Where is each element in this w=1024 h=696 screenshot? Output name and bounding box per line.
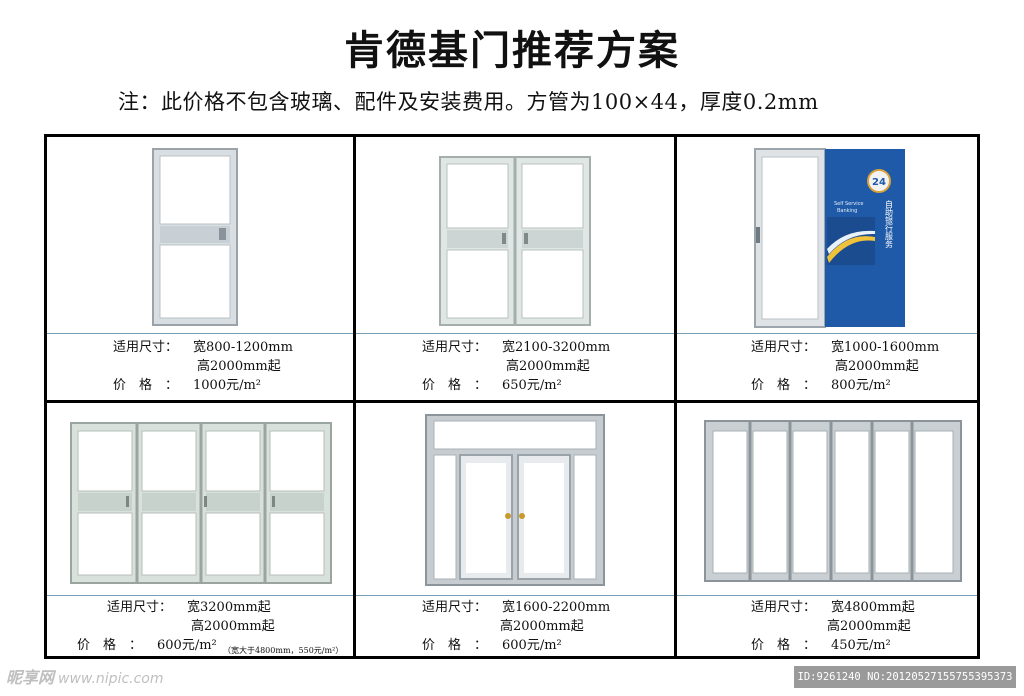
door-photo — [356, 403, 674, 599]
card-separator — [356, 333, 674, 334]
door-photo: 24 Self Service Banking 自助银行服务 — [677, 137, 977, 333]
size-height: 高2000mm起 — [500, 619, 584, 634]
size-label: 适用尺寸： — [422, 340, 488, 355]
size-label: 适用尺寸： — [107, 600, 173, 615]
price-value: 450元/m² — [831, 638, 891, 653]
door-photo — [677, 403, 977, 599]
image-id-bar: ID:9261240 NO:20120527155755395373 — [794, 666, 1016, 688]
door-card-folding: 适用尺寸： 宽4800mm起 高2000mm起 价 格 ： 450元/m² — [677, 403, 977, 659]
price-label: 价 格 ： — [77, 638, 143, 653]
banner-cn: 自助银行服务 — [885, 199, 894, 249]
size-height: 高2000mm起 — [835, 359, 919, 374]
watermark-logo: 昵享网 — [6, 668, 55, 687]
door-card-four-panel: 适用尺寸： 宽3200mm起 高2000mm起 价 格 ： 600元/m² （宽大于4… — [47, 403, 353, 659]
size-height: 高2000mm起 — [197, 359, 281, 374]
banner-en-line2: Banking — [837, 208, 857, 214]
grid-divider — [674, 137, 677, 656]
price-label: 价 格 ： — [422, 638, 488, 653]
size-label: 适用尺寸： — [113, 340, 179, 355]
price-note: 注：此价格不包含玻璃、配件及安装费用。方管为100×44，厚度0.2mm — [118, 90, 819, 114]
size-label: 适用尺寸： — [751, 340, 817, 355]
grid-divider — [47, 400, 977, 403]
door-spec: 适用尺寸： 宽4800mm起 高2000mm起 价 格 ： 450元/m² — [677, 598, 977, 655]
door-spec: 适用尺寸： 宽1000-1600mm 高2000mm起 价 格 ： 800元/m² — [677, 338, 977, 395]
size-width: 宽1600-2200mm — [502, 600, 611, 615]
door-photo — [356, 137, 674, 333]
price-value: 1000元/m² — [193, 378, 262, 393]
door-photo — [47, 137, 353, 333]
card-separator — [677, 595, 977, 596]
door-card-single: 适用尺寸： 宽800-1200mm 高2000mm起 价 格 ： 1000元/m² — [47, 137, 353, 400]
size-width: 宽800-1200mm — [193, 340, 293, 355]
price-value: 650元/m² — [502, 378, 562, 393]
door-card-storefront: 适用尺寸： 宽1600-2200mm 高2000mm起 价 格 ： 600元/m² — [356, 403, 674, 659]
door-spec: 适用尺寸： 宽3200mm起 高2000mm起 价 格 ： 600元/m² （宽大于4… — [47, 598, 353, 655]
size-label: 适用尺寸： — [422, 600, 488, 615]
card-separator — [356, 595, 674, 596]
size-width: 宽4800mm起 — [831, 600, 915, 615]
door-card-banner: 24 Self Service Banking 自助银行服务 适用尺寸： 宽100… — [677, 137, 977, 400]
door-spec: 适用尺寸： 宽1600-2200mm 高2000mm起 价 格 ： 600元/m² — [356, 598, 674, 655]
card-separator — [47, 595, 353, 596]
price-label: 价 格 ： — [751, 378, 817, 393]
price-value: 800元/m² — [831, 378, 891, 393]
size-height: 高2000mm起 — [191, 619, 275, 634]
size-label: 适用尺寸： — [751, 600, 817, 615]
price-label: 价 格 ： — [422, 378, 488, 393]
price-value: 600元/m² — [157, 638, 217, 653]
card-separator — [677, 333, 977, 334]
size-height: 高2000mm起 — [827, 619, 911, 634]
grid-divider — [353, 137, 356, 656]
door-grid: 适用尺寸：宽800-1200mm 高2000mm起 价 格 ：1000元/m² … — [44, 134, 980, 659]
banner-badge: 24 — [872, 177, 886, 188]
price-label: 价 格 ： — [751, 638, 817, 653]
size-width: 宽3200mm起 — [187, 600, 271, 615]
size-width: 宽2100-3200mm — [502, 340, 611, 355]
size-width: 宽1000-1600mm — [831, 340, 940, 355]
size-height: 高2000mm起 — [506, 359, 590, 374]
banner-en-line1: Self Service — [834, 201, 863, 207]
page-title: 肯德基门推荐方案 — [344, 28, 680, 74]
door-photo — [47, 403, 353, 599]
door-spec: 适用尺寸： 宽800-1200mm 高2000mm起 价 格 ： 1000元/m² — [47, 338, 353, 395]
card-separator — [47, 333, 353, 334]
price-extra-note: （宽大于4800mm，550元/m²） — [223, 646, 344, 655]
price-value: 600元/m² — [502, 638, 562, 653]
door-spec: 适用尺寸： 宽2100-3200mm 高2000mm起 价 格 ： 650元/m² — [356, 338, 674, 395]
watermark-url: www.nipic.com — [58, 671, 164, 687]
price-label: 价 格 ： — [113, 378, 179, 393]
door-card-double: 适用尺寸： 宽2100-3200mm 高2000mm起 价 格 ： 650元/m² — [356, 137, 674, 400]
